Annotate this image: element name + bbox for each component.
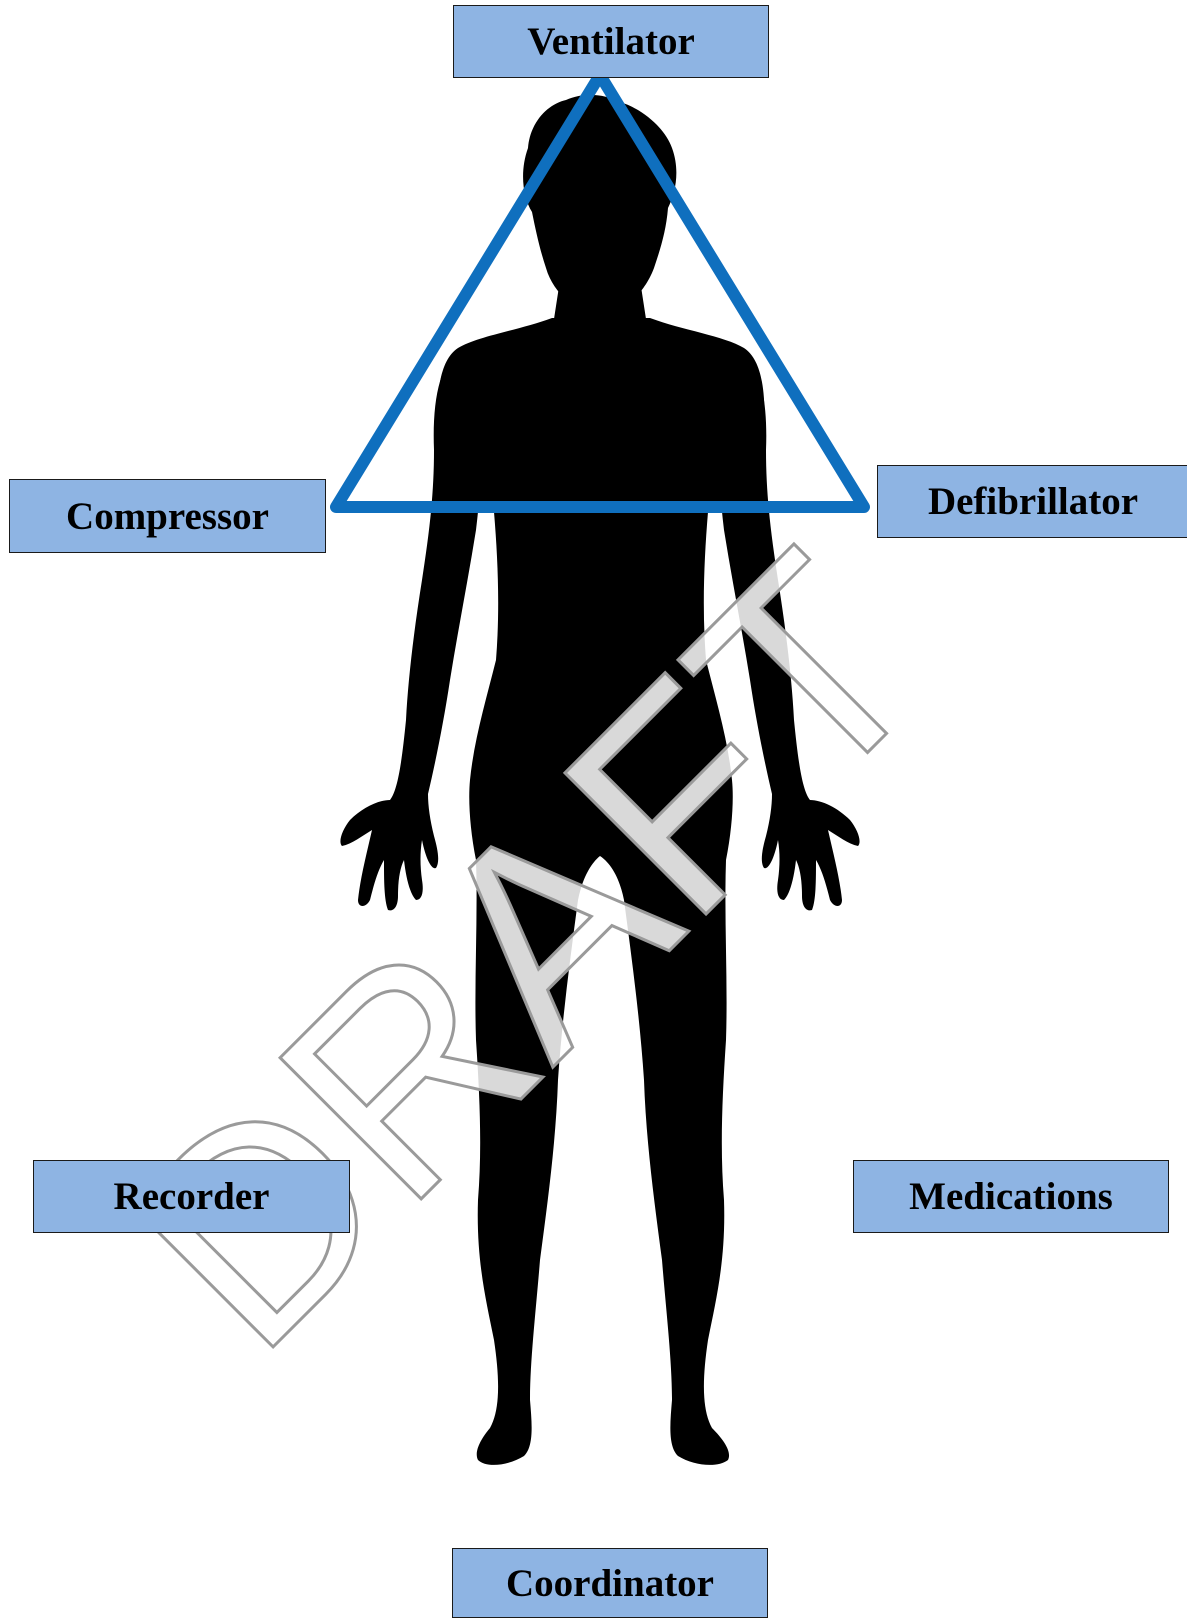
defibrillator-label: Defibrillator: [928, 479, 1138, 524]
recorder-box: Recorder: [33, 1160, 350, 1233]
compressor-box: Compressor: [9, 479, 326, 553]
silhouette-head: [523, 95, 676, 300]
medications-label: Medications: [909, 1174, 1113, 1219]
coordinator-label: Coordinator: [506, 1561, 714, 1606]
recorder-label: Recorder: [114, 1174, 270, 1219]
ventilator-label: Ventilator: [527, 19, 695, 64]
defibrillator-box: Defibrillator: [877, 465, 1187, 538]
compressor-label: Compressor: [66, 494, 269, 539]
medications-box: Medications: [853, 1160, 1169, 1233]
ventilator-box: Ventilator: [453, 5, 769, 78]
coordinator-box: Coordinator: [452, 1548, 768, 1618]
